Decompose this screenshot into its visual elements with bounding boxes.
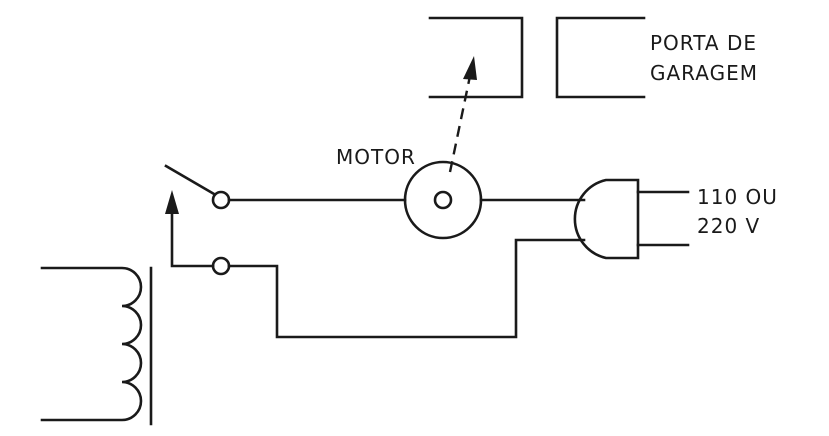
wire-return-to-plug bbox=[227, 238, 586, 339]
switch-contact-bottom bbox=[211, 256, 231, 276]
mechanical-link-arrowhead bbox=[463, 56, 477, 80]
relay-actuator-line bbox=[170, 210, 215, 268]
garage-door-left-panel bbox=[428, 16, 524, 99]
garage-door-right-panel bbox=[555, 16, 646, 99]
switch-contact-top bbox=[211, 190, 231, 210]
switch-blade bbox=[164, 164, 216, 196]
motor-shaft bbox=[433, 190, 453, 210]
garage-door-label-line1: PORTA DE bbox=[650, 31, 757, 55]
garage-door-label-line2: GARAGEM bbox=[650, 61, 758, 85]
mechanical-link-dashed-line bbox=[448, 75, 472, 173]
voltage-label-line2: 220 V bbox=[697, 214, 760, 238]
relay-coil bbox=[40, 266, 143, 422]
relay-actuator-arrowhead bbox=[165, 190, 179, 214]
voltage-label-line1: 110 OU bbox=[697, 185, 778, 209]
plug-body bbox=[573, 178, 640, 260]
motor-label: MOTOR bbox=[336, 145, 416, 169]
motor-body bbox=[403, 160, 483, 240]
